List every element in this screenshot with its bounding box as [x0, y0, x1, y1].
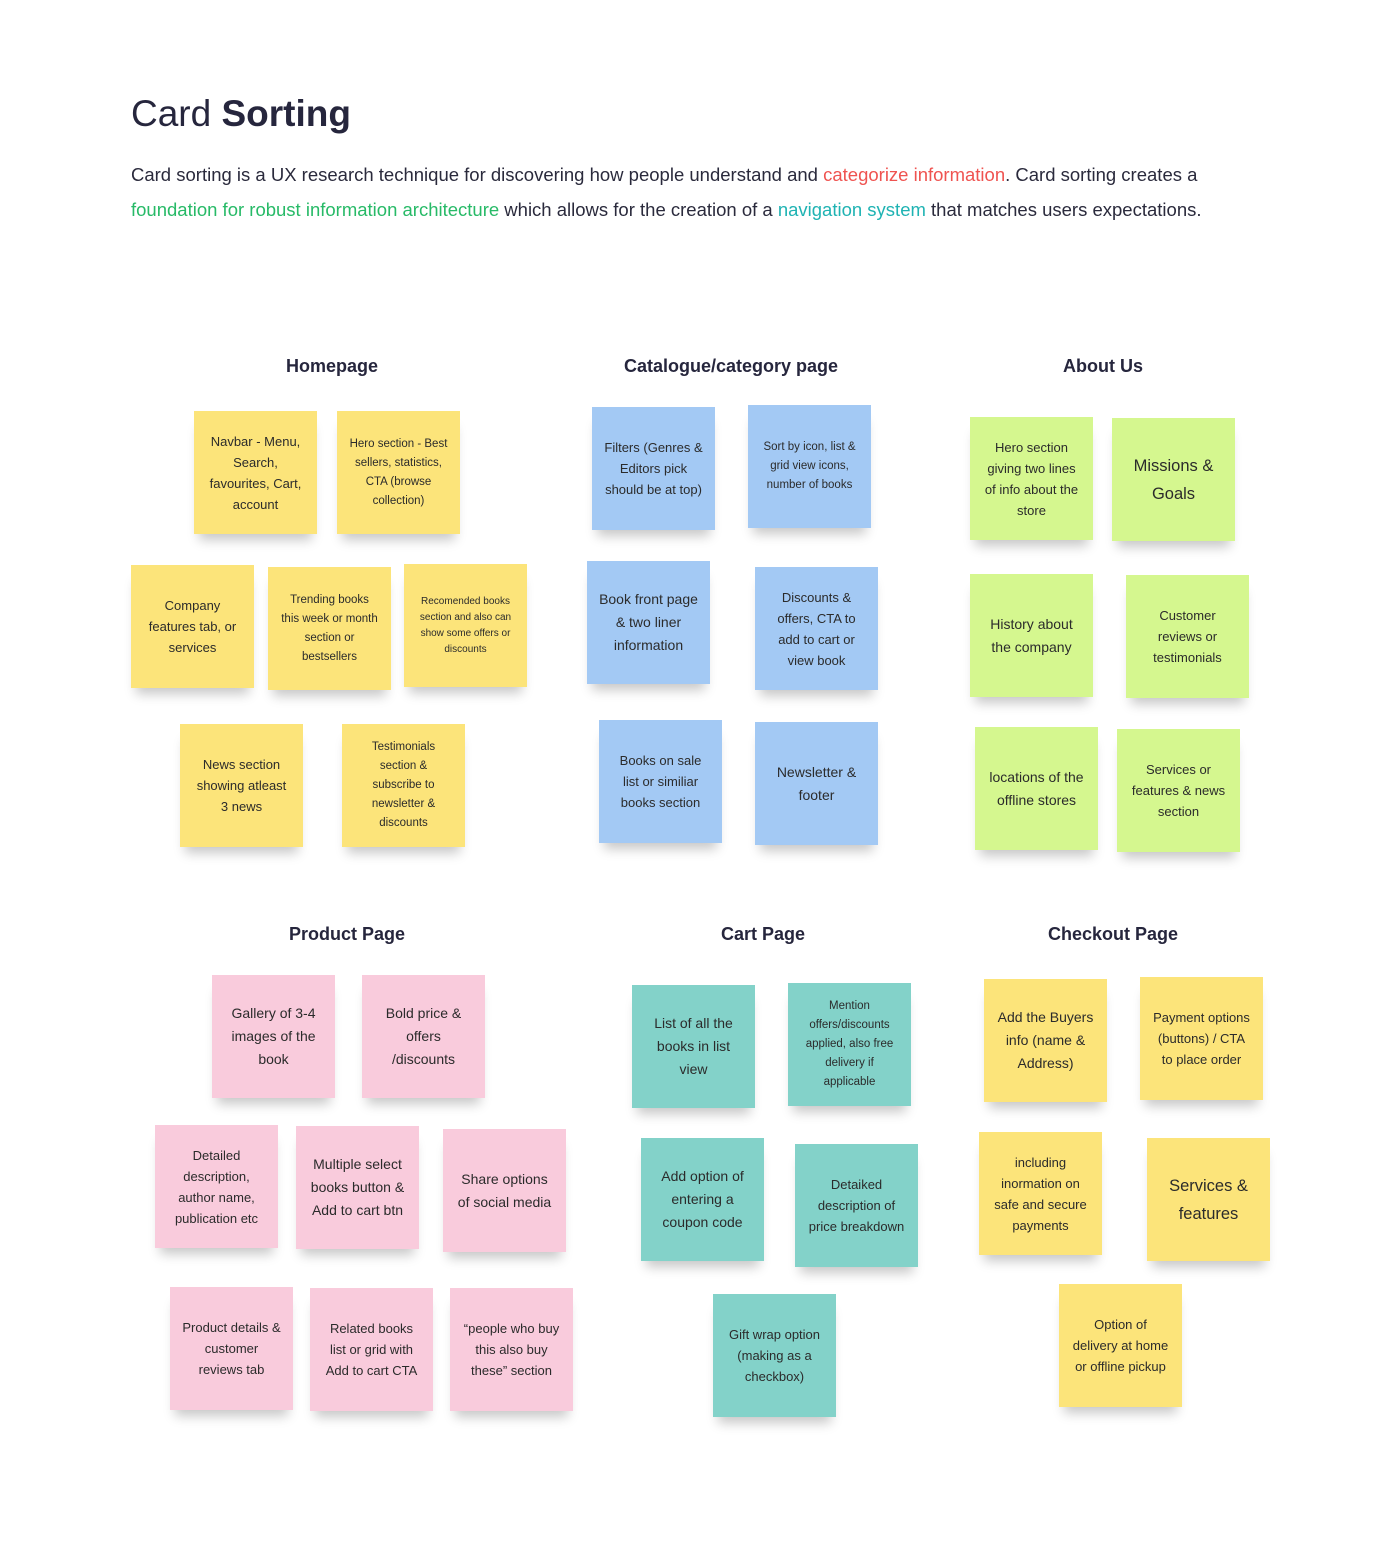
card-delivery-option: Option of delivery at home or offline pi… — [1059, 1284, 1182, 1407]
card-list-of-books: List of all the books in list view — [632, 985, 755, 1108]
card-bold-price: Bold price & offers /discounts — [362, 975, 485, 1098]
card-book-front-page: Book front page & two liner information — [587, 561, 710, 684]
card-coupon-code: Add option of entering a coupon code — [641, 1138, 764, 1261]
card-locations: locations of the offline stores — [975, 727, 1098, 850]
card-filters: Filters (Genres & Editors pick should be… — [592, 407, 715, 530]
card-navbar: Navbar - Menu, Search, favourites, Cart,… — [194, 411, 317, 534]
card-recommended-books: Recomended books section and also can sh… — [404, 564, 527, 687]
card-people-who-buy: “people who buy this also buy these” sec… — [450, 1288, 573, 1411]
highlight-navigation: navigation system — [777, 199, 926, 220]
card-missions-goals: Missions & Goals — [1112, 418, 1235, 541]
card-company-features: Company features tab, or services — [131, 565, 254, 688]
intro-text-4: that matches users expectations. — [925, 199, 1202, 220]
card-secure-payments: including inormation on safe and secure … — [979, 1132, 1102, 1255]
card-related-books: Related books list or grid with Add to c… — [310, 1288, 433, 1411]
group-title-about: About Us — [1063, 356, 1143, 376]
group-title-product: Product Page — [288, 924, 406, 944]
group-title-catalogue: Catalogue/category page — [623, 356, 839, 376]
group-title-homepage: Homepage — [285, 356, 379, 376]
card-mention-offers: Mention offers/discounts applied, also f… — [788, 983, 911, 1106]
intro-text-3: which allows for the creation of a — [499, 199, 778, 220]
card-about-hero: Hero section giving two lines of info ab… — [970, 417, 1093, 540]
intro-paragraph: Card sorting is a UX research technique … — [131, 157, 1281, 227]
intro-text-2: . Card sorting creates a — [1005, 164, 1198, 185]
card-sort-by: Sort by icon, list & grid view icons, nu… — [748, 405, 871, 528]
card-customer-reviews: Customer reviews or testimonials — [1126, 575, 1249, 698]
card-multiple-select: Multiple select books button & Add to ca… — [296, 1126, 419, 1249]
card-testimonials: Testimonials section & subscribe to news… — [342, 724, 465, 847]
title-bold: Sorting — [221, 93, 351, 134]
page-title: Card Sorting — [131, 88, 351, 140]
card-history: History about the company — [970, 574, 1093, 697]
card-hero-section: Hero section - Best sellers, statistics,… — [337, 411, 460, 534]
intro-text-1: Card sorting is a UX research technique … — [131, 164, 824, 185]
card-detailed-description: Detailed description, author name, publi… — [155, 1125, 278, 1248]
card-price-breakdown: Detaiked description of price breakdown — [795, 1144, 918, 1267]
card-trending-books: Trending books this week or month sectio… — [268, 567, 391, 690]
highlight-foundation: foundation for robust information archit… — [131, 199, 500, 220]
card-payment-options: Payment options (buttons) / CTA to place… — [1140, 977, 1263, 1100]
card-services-features: Services & features — [1147, 1138, 1270, 1261]
card-gallery: Gallery of 3-4 images of the book — [212, 975, 335, 1098]
title-light: Card — [131, 93, 222, 134]
card-discounts-offers: Discounts & offers, CTA to add to cart o… — [755, 567, 878, 690]
card-services-news: Services or features & news section — [1117, 729, 1240, 852]
highlight-categorize: categorize information — [823, 164, 1006, 185]
card-product-details: Product details & customer reviews tab — [170, 1287, 293, 1410]
card-share-options: Share options of social media — [443, 1129, 566, 1252]
group-title-checkout: Checkout Page — [1047, 924, 1179, 944]
card-gift-wrap: Gift wrap option (making as a checkbox) — [713, 1294, 836, 1417]
card-buyers-info: Add the Buyers info (name & Address) — [984, 979, 1107, 1102]
card-news-section: News section showing atleast 3 news — [180, 724, 303, 847]
card-newsletter-footer: Newsletter & footer — [755, 722, 878, 845]
card-books-on-sale: Books on sale list or similiar books sec… — [599, 720, 722, 843]
group-title-cart: Cart Page — [720, 924, 806, 944]
